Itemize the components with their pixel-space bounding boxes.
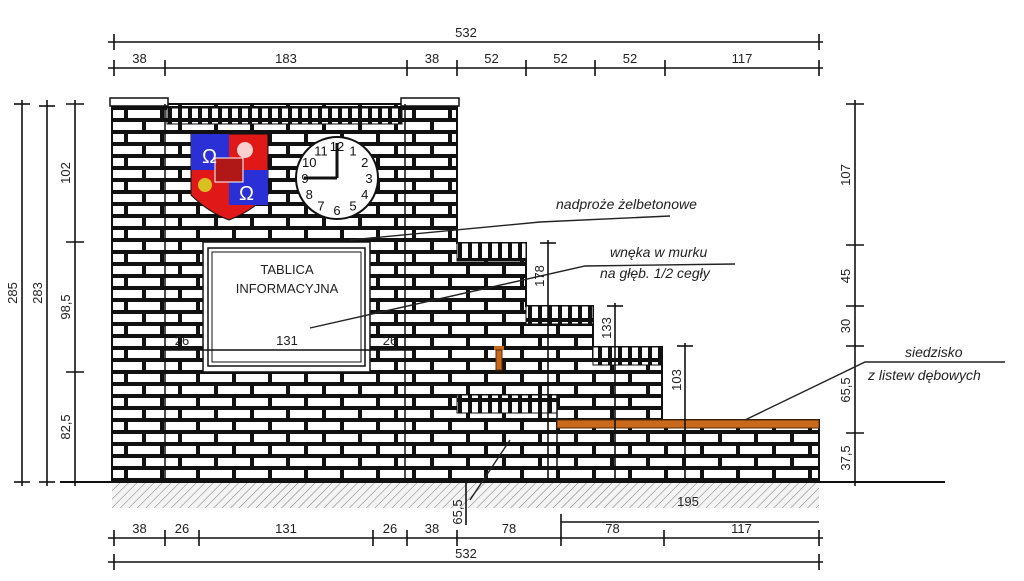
- top-segment-label: 52: [553, 51, 567, 66]
- clock-number: 12: [330, 139, 344, 154]
- top-overall-label: 532: [455, 25, 477, 40]
- clock-number: 9: [301, 171, 308, 186]
- left-segment-label: 82,5: [58, 414, 73, 439]
- right-segment-label: 37,5: [838, 445, 853, 470]
- bottom-segment-label: 117: [731, 521, 752, 536]
- annotation-lintel: nadproże żelbetonowe: [349, 196, 697, 241]
- left-pillar-cap: [109, 97, 169, 107]
- information-plaque: TABLICA INFORMACYJNA 131 26 26: [160, 241, 412, 373]
- step-2-coping: [525, 305, 594, 325]
- clock-number: 2: [361, 155, 368, 170]
- step-height-label: 103: [669, 369, 684, 391]
- svg-text:Ω: Ω: [202, 146, 217, 168]
- top-segment-label: 117: [732, 51, 753, 66]
- clock-number: 4: [361, 187, 368, 202]
- clock-number: 1: [349, 143, 356, 158]
- right-segment-label: 107: [838, 164, 853, 186]
- step-height-label: 133: [599, 317, 614, 339]
- niche-note-line1: wnęka w murku: [610, 244, 707, 260]
- top-dimension-chain: 532 38 183 38 52 52 52 117: [108, 25, 823, 76]
- clock-number: 10: [302, 155, 316, 170]
- plaque-width-label: 131: [276, 333, 298, 348]
- right-segment-label: 45: [838, 269, 853, 283]
- bottom-segment-label: 26: [175, 521, 189, 536]
- lintel-note: nadproże żelbetonowe: [556, 196, 697, 212]
- foundation-depth-label: 65,5: [450, 499, 465, 524]
- plaque-side-right-label: 26: [383, 333, 397, 348]
- right-dimension-chain: 107 45 30 65,5 37,5: [819, 100, 940, 486]
- wall-fixture-icon: [494, 346, 504, 371]
- bottom-segment-label: 78: [605, 521, 619, 536]
- step-1-coping: [456, 242, 527, 262]
- top-segment-label: 52: [623, 51, 637, 66]
- left-dimension-chains: 285 283 102 98,5 82,5: [5, 100, 84, 486]
- left-segment-label: 102: [58, 162, 73, 184]
- clock-number: 8: [306, 187, 313, 202]
- bottom-segment-label: 26: [383, 521, 397, 536]
- right-segment-label: 65,5: [838, 377, 853, 402]
- top-segment-label: 52: [484, 51, 498, 66]
- niche-coping: [456, 394, 558, 414]
- plaque-side-left-label: 26: [175, 333, 189, 348]
- oak-seat: [556, 419, 820, 429]
- top-segment-label: 38: [425, 51, 439, 66]
- seat-note-line2: z listew dębowych: [867, 367, 981, 383]
- bottom-overall-label: 532: [455, 546, 477, 561]
- annotation-seat: siedzisko z listew dębowych: [744, 344, 1005, 421]
- svg-text:Ω: Ω: [239, 183, 254, 205]
- top-coping: [166, 107, 403, 125]
- bottom-segment-label: 38: [425, 521, 439, 536]
- seat-length-label: 195: [677, 494, 699, 509]
- right-segment-label: 30: [838, 319, 853, 333]
- clock-number: 5: [349, 199, 356, 214]
- niche-note-line2: na głęb. 1/2 cegły: [600, 265, 711, 281]
- seat-note-line1: siedzisko: [905, 344, 963, 360]
- annotation-niche: wnęka w murku na głęb. 1/2 cegły: [309, 244, 736, 329]
- step-3-coping: [592, 346, 663, 366]
- clock-number: 6: [333, 203, 340, 218]
- left-total-inner-label: 283: [30, 282, 45, 304]
- plaque-title-line2: INFORMACYJNA: [236, 281, 339, 296]
- bottom-segment-label: 131: [275, 521, 297, 536]
- clock-number: 11: [314, 143, 328, 158]
- bottom-segment-label: 78: [502, 521, 516, 536]
- bottom-segment-label: 38: [132, 521, 146, 536]
- clock-number: 3: [365, 171, 372, 186]
- top-segment-label: 183: [275, 51, 297, 66]
- left-segment-label: 98,5: [58, 294, 73, 319]
- bottom-dimension-chain: 532 195 65,5 38 26 131 26 38 78 78 117: [108, 439, 823, 570]
- left-total-outer-label: 285: [5, 282, 20, 304]
- clock-number: 7: [317, 199, 324, 214]
- coat-of-arms-icon: Ω Ω: [190, 133, 269, 221]
- top-segment-label: 38: [132, 51, 146, 66]
- right-pillar-cap: [400, 97, 460, 107]
- plaque-title-line1: TABLICA: [260, 262, 314, 277]
